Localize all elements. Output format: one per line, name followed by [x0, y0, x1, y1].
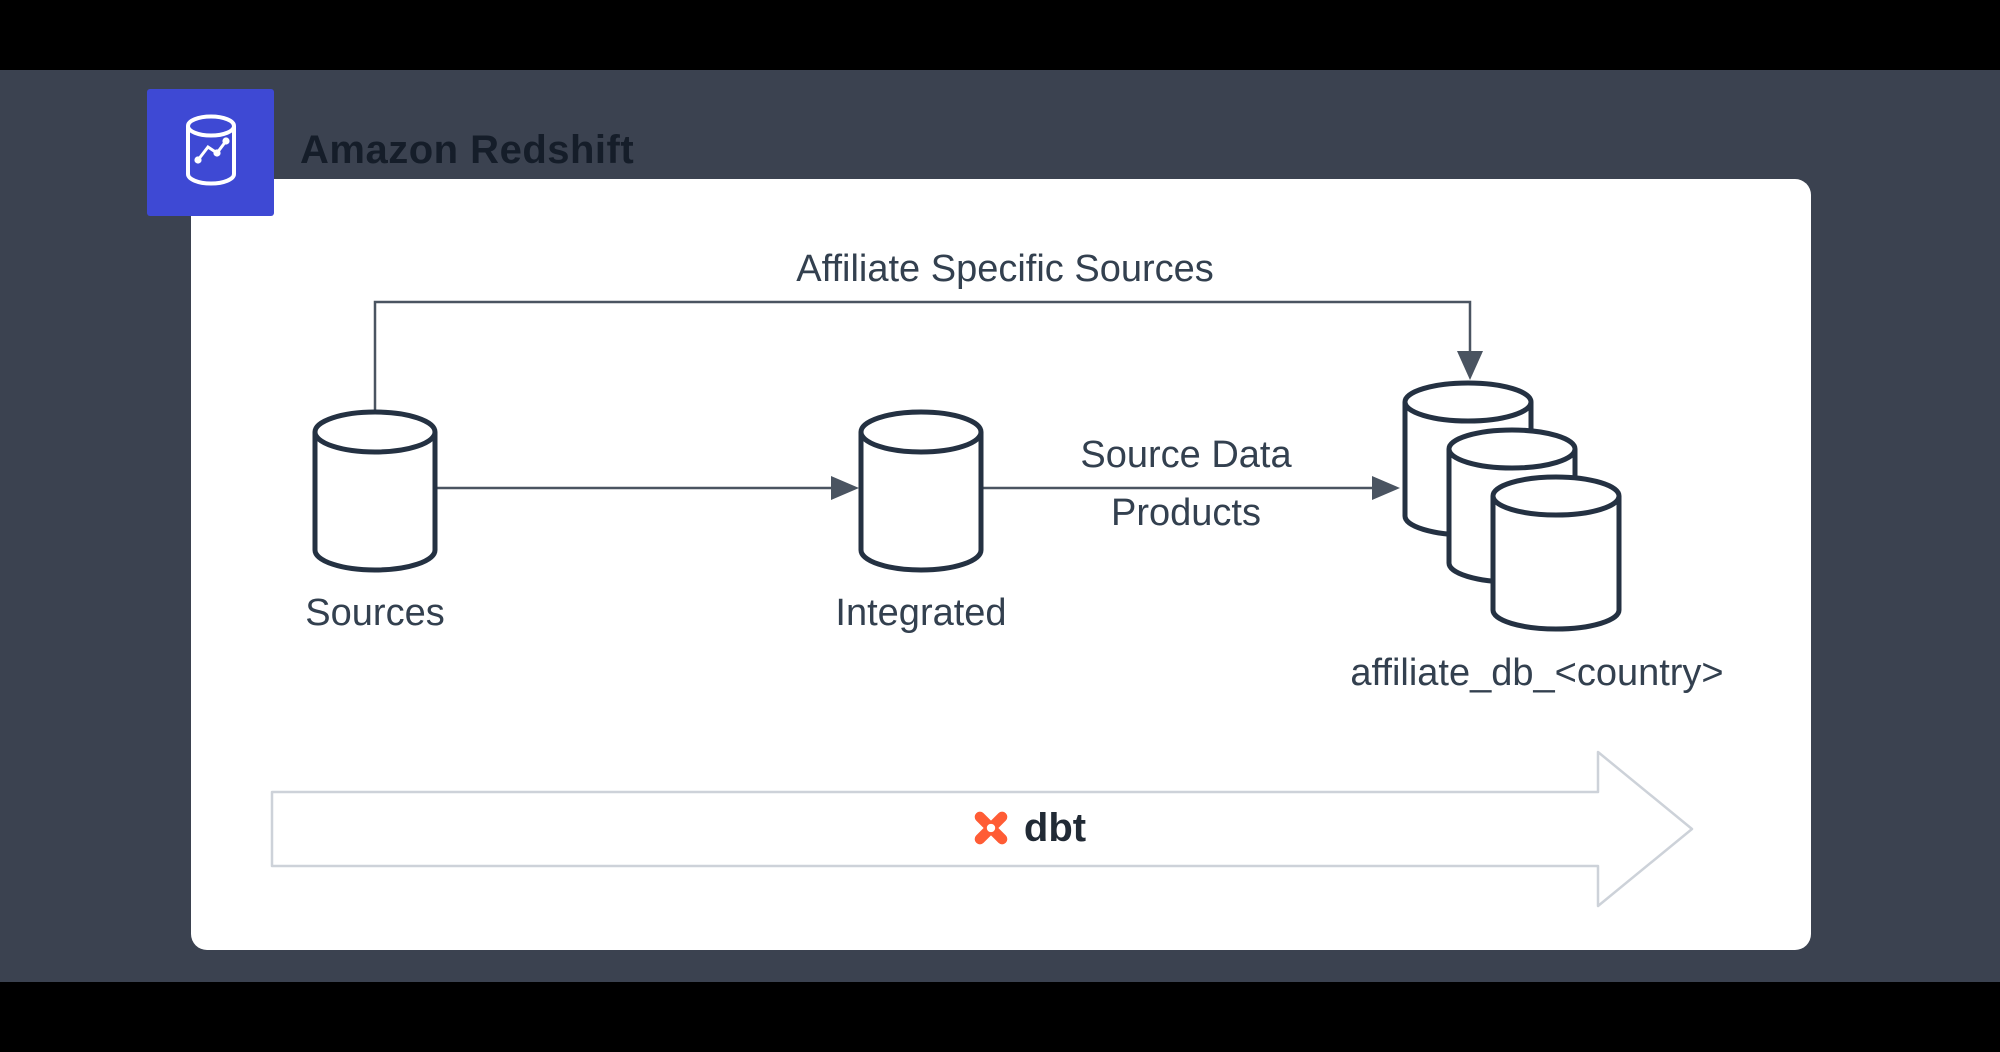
integrated-label: Integrated	[835, 592, 1007, 634]
source-data-products-label-line1: Source Data	[1080, 434, 1292, 476]
affiliate-db-label: affiliate_db_<country>	[1350, 652, 1724, 694]
affiliate-arrow-label: Affiliate Specific Sources	[796, 248, 1214, 290]
sources-to-integrated-arrowhead-icon	[831, 476, 859, 500]
dbt-logo: dbt	[930, 799, 1124, 857]
pipeline-block-arrow	[270, 750, 1694, 908]
sources-label: Sources	[305, 592, 445, 634]
source-data-products-label-line2: Products	[1111, 492, 1261, 534]
affiliate-sources-connector-line	[373, 300, 1472, 412]
dbt-label: dbt	[1023, 805, 1087, 850]
affiliate-db-stack-icon	[1402, 380, 1622, 632]
redshift-badge	[147, 89, 274, 216]
integrated-database-icon	[858, 409, 984, 573]
database-chart-icon	[185, 114, 236, 185]
affiliate-sources-arrowhead-icon	[1457, 351, 1483, 380]
integrated-to-affiliate-arrowhead-icon	[1372, 476, 1400, 500]
sources-database-icon	[312, 409, 438, 573]
dbt-icon	[974, 811, 1008, 845]
page-title: Amazon Redshift	[300, 128, 635, 172]
